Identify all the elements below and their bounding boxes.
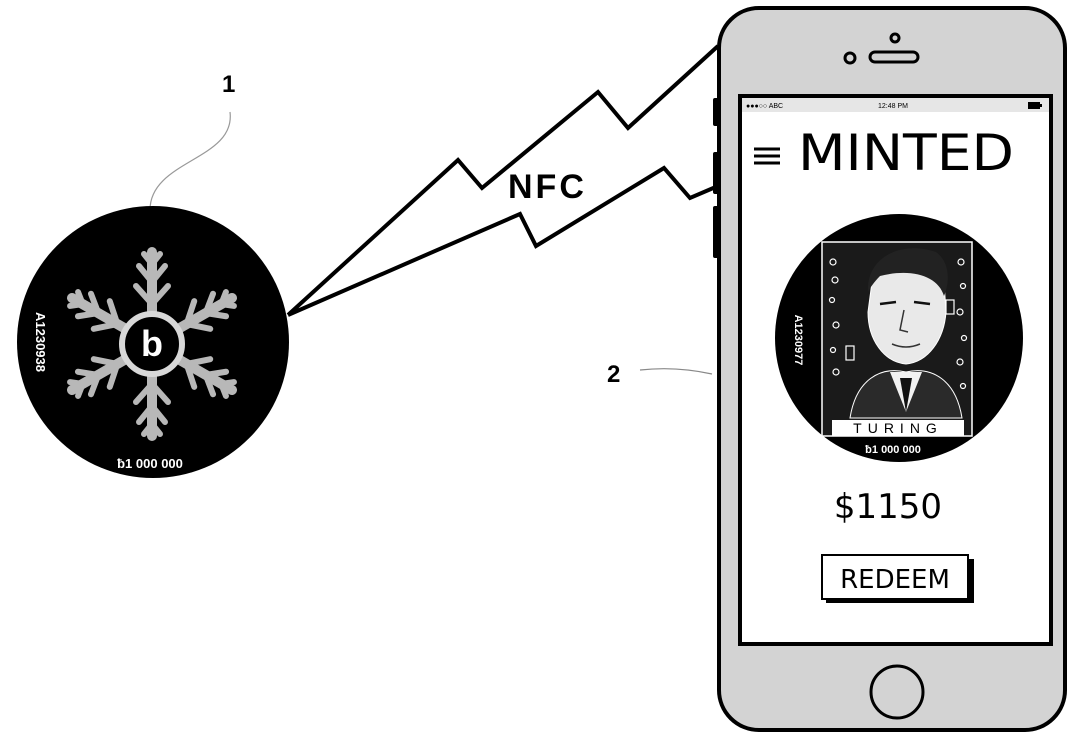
snowflake-bitcoin-emblem-icon: b bbox=[67, 247, 237, 441]
token-serial: A1230977 bbox=[792, 315, 804, 366]
smartphone: ●●●○○ ABC 12:48 PM MINTED bbox=[713, 6, 1067, 732]
hamburger-menu-icon[interactable] bbox=[754, 147, 780, 165]
status-bar bbox=[742, 98, 1049, 112]
redeem-button-face bbox=[821, 554, 969, 600]
leader-line-2 bbox=[639, 368, 713, 375]
emblem-letter: b bbox=[141, 323, 163, 364]
coin-denomination: ƀ1 000 000 bbox=[117, 456, 183, 471]
nfc-label: NFC bbox=[508, 168, 587, 206]
nfc-signal-bolt bbox=[286, 44, 720, 317]
turing-portrait bbox=[849, 248, 963, 419]
leader-line-1 bbox=[149, 111, 231, 211]
coin-serial: A1230938 bbox=[33, 312, 48, 372]
token-name: TURING bbox=[853, 420, 943, 436]
token-price: $1150 bbox=[834, 487, 942, 527]
earpiece-speaker bbox=[868, 50, 920, 64]
app-title: MINTED bbox=[798, 124, 1014, 182]
token-denomination: ƀ1 000 000 bbox=[865, 444, 921, 456]
token-coin[interactable]: TURING A1230977 ƀ1 000 000 bbox=[775, 214, 1023, 462]
front-camera bbox=[843, 51, 857, 65]
home-button[interactable] bbox=[869, 664, 925, 720]
redeem-button[interactable]: REDEEM bbox=[821, 554, 974, 603]
physical-coin: b A1230938 ƀ1 000 000 bbox=[17, 206, 289, 478]
battery-icon bbox=[1028, 102, 1042, 109]
reference-label-2: 2 bbox=[607, 361, 620, 388]
emblem-ring bbox=[119, 311, 185, 377]
camera-dot-top bbox=[889, 32, 901, 44]
status-time: 12:48 PM bbox=[878, 103, 908, 110]
status-carrier: ●●●○○ ABC bbox=[746, 103, 783, 110]
token-name-plate bbox=[832, 420, 964, 436]
reference-label-1: 1 bbox=[222, 71, 235, 98]
redeem-button-label: REDEEM bbox=[840, 565, 950, 595]
